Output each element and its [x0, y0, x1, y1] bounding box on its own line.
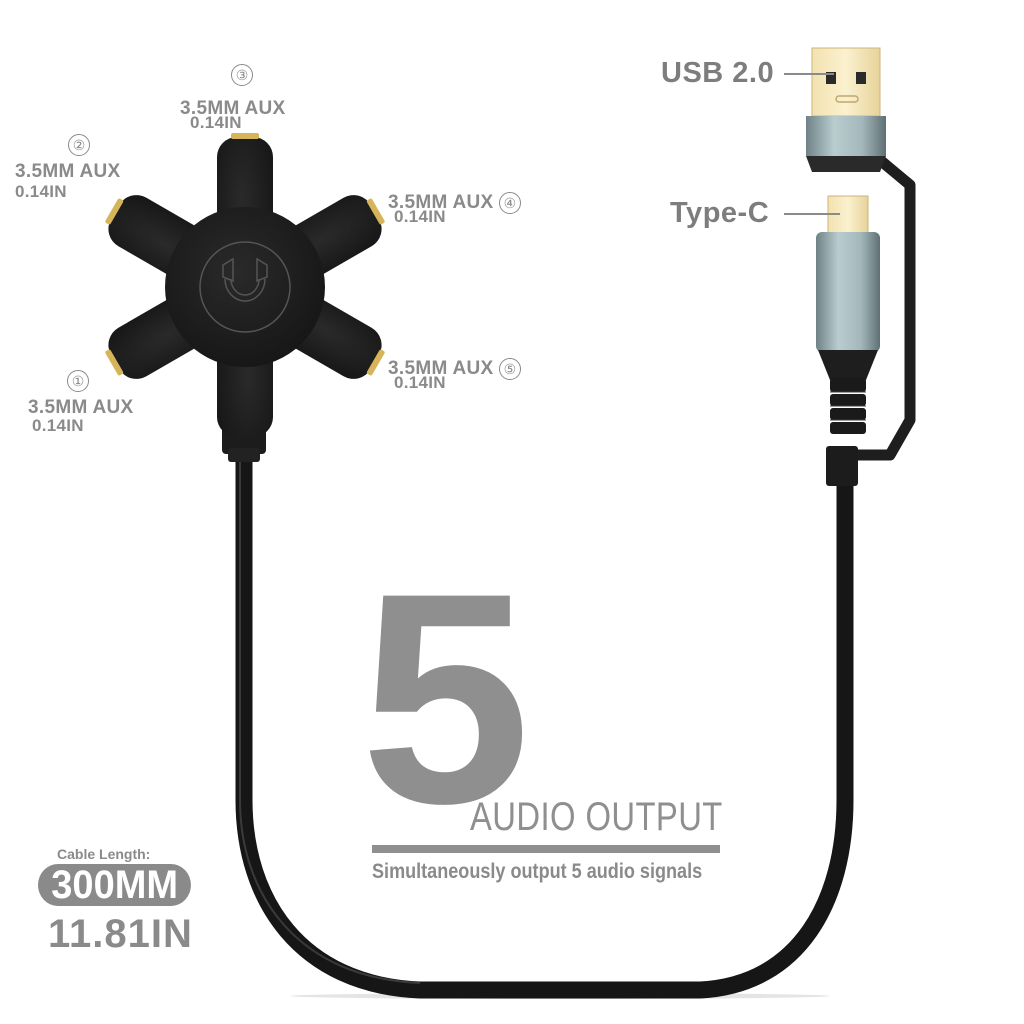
- headline-number: 5: [360, 530, 530, 866]
- typec-label: Type-C: [670, 197, 770, 229]
- type-c-plug: [816, 195, 880, 486]
- headline-divider: [372, 845, 720, 853]
- port-size: 3.5MM AUX: [180, 98, 286, 119]
- port-5-label: 3.5MM AUX ⑤ 0.14IN: [388, 358, 522, 392]
- port-inches: 0.14IN: [32, 416, 84, 435]
- port-inches: 0.14IN: [394, 373, 446, 392]
- cable-highlight: [239, 450, 421, 984]
- port-3-label: 3.5MM AUX 0.14IN: [180, 99, 285, 131]
- usb-leader-line: [784, 73, 834, 75]
- port-size: 3.5MM AUX: [388, 358, 494, 379]
- port-number-badge: ⑤: [499, 358, 522, 380]
- port-1-label: 3.5MM AUX 0.14IN: [28, 398, 133, 434]
- port-3-number: ③: [231, 64, 253, 86]
- headphone-logo-icon: [199, 241, 291, 333]
- headline-title: AUDIO OUTPUT: [470, 795, 723, 839]
- port-inches: 0.14IN: [15, 182, 67, 201]
- port-number-badge: ④: [499, 192, 522, 214]
- port-number-badge: ②: [68, 134, 90, 156]
- cable-length-label: Cable Length:: [57, 846, 151, 862]
- splitter-hub: [105, 133, 385, 437]
- port-1-number: ①: [67, 370, 89, 392]
- port-size: 3.5MM AUX: [388, 192, 494, 213]
- typec-leader-line: [784, 213, 840, 215]
- cable-length-inches: 11.81IN: [48, 912, 193, 956]
- usb-a-plug: [806, 47, 886, 172]
- port-size: 3.5MM AUX: [15, 161, 121, 182]
- headline-subtitle: Simultaneously output 5 audio signals: [372, 860, 703, 883]
- adapter-tether: [850, 155, 916, 461]
- port-inches: 0.14IN: [394, 207, 446, 226]
- cable-length-mm-badge: 300MM: [38, 864, 192, 906]
- port-number-badge: ①: [67, 370, 89, 392]
- port-number-badge: ③: [231, 64, 253, 86]
- port-2-number: ②: [68, 134, 90, 156]
- port-size: 3.5MM AUX: [28, 397, 134, 418]
- usb-label: USB 2.0: [661, 57, 775, 89]
- port-inches: 0.14IN: [190, 113, 242, 132]
- port-2-label: 3.5MM AUX 0.14IN: [15, 162, 120, 200]
- port-4-label: 3.5MM AUX ④ 0.14IN: [388, 192, 522, 226]
- audio-cable: [235, 441, 854, 999]
